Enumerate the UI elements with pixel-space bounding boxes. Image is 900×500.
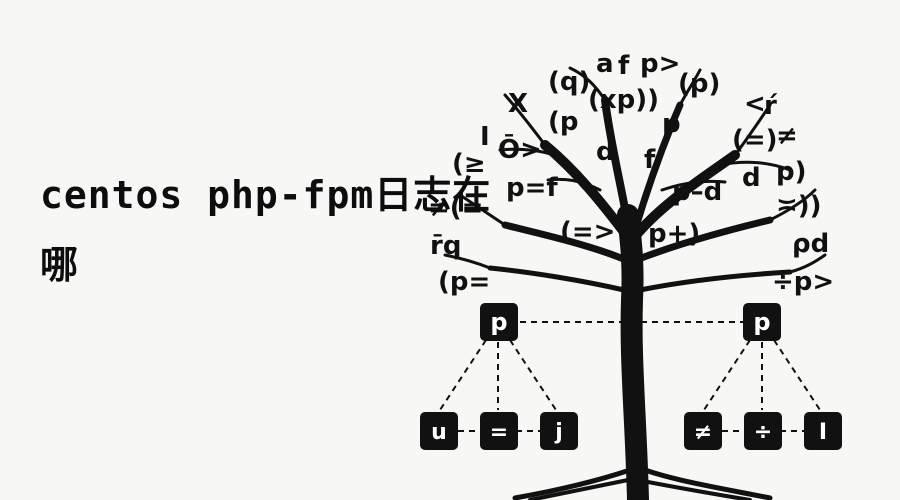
canopy-glyph: < (744, 89, 766, 119)
tree-branch (631, 101, 684, 234)
tree-root (646, 480, 752, 500)
canopy-glyph: ≍)) (776, 191, 822, 221)
tree-branch (501, 221, 630, 264)
left-root-node: p (480, 303, 518, 341)
canopy-glyph: p=f (506, 173, 558, 203)
tree-branch (487, 265, 627, 293)
canopy-glyph: I (480, 122, 490, 152)
tree-branch (637, 269, 793, 293)
node-label: ÷ (754, 420, 772, 445)
left-child-nodes: u = j (420, 412, 578, 450)
canopy-glyph: (q) (548, 67, 590, 97)
canopy-glyph: ≠(= (428, 193, 483, 223)
tree-root (642, 467, 773, 500)
canopy-glyph: Ō> (498, 133, 542, 165)
node-connectors (439, 321, 821, 432)
node-label: = (490, 420, 508, 445)
tree-branch (632, 216, 774, 264)
canopy-glyph: f (644, 145, 656, 175)
page-title: centos php-fpm日志在哪 (40, 173, 492, 287)
canopy-glyph: (≥ (452, 149, 486, 179)
tree-twig (498, 147, 562, 160)
canopy-glyph: p> (640, 49, 680, 79)
canopy-glyph: (p) (678, 69, 720, 99)
tree-twig (443, 253, 492, 270)
right-root-node: p (743, 303, 781, 341)
tree-twig (678, 68, 702, 107)
tree-twig (718, 160, 792, 172)
connector-right (703, 339, 751, 411)
tree-twig (568, 66, 607, 102)
canopy-glyph: p (662, 109, 681, 139)
tree-twig (660, 179, 727, 192)
canopy-glyph: ŕ (764, 91, 778, 121)
canopy-glyph: p+) (648, 219, 700, 249)
node-label: p (753, 308, 770, 336)
tree-twig (503, 93, 547, 147)
right-child-nodes: ≠ ÷ I (684, 412, 842, 450)
tree-root (512, 467, 633, 500)
node-label: I (819, 420, 827, 445)
connector-left (509, 339, 557, 411)
tree-twig (768, 188, 817, 222)
connector-right (773, 339, 821, 411)
canopy-glyph: (p= (438, 267, 490, 297)
tree-twig (733, 103, 772, 157)
node-label: p (490, 308, 507, 336)
canopy-glyph: (=) (732, 125, 778, 155)
canopy-glyph: (=> (560, 217, 615, 247)
tree-branch (601, 96, 632, 229)
tree-root (528, 478, 630, 500)
node-label: j (554, 420, 563, 445)
canopy-glyph: (xp)) (588, 85, 659, 115)
canopy-glyph: d (742, 163, 761, 193)
canopy-glyph: ≠ (776, 121, 798, 151)
canopy-glyph: (p (548, 107, 579, 137)
node-label: u (431, 420, 447, 445)
canopy-glyph: a (596, 49, 614, 79)
canopy-glyph: r̄q (430, 231, 461, 261)
connector-left (439, 339, 487, 411)
canopy-glyph: d (596, 137, 615, 167)
canopy-glyph: ρd (792, 229, 829, 259)
node-label: ≠ (694, 420, 712, 445)
tree-twig (788, 253, 827, 274)
tree-twig (458, 193, 507, 227)
tree-twig (546, 177, 602, 192)
tree (443, 66, 827, 500)
canopy-glyph: X (508, 89, 528, 119)
canopy-glyph: p) (776, 157, 807, 187)
canopy-glyph: f (618, 51, 630, 81)
tree-branch (540, 140, 635, 245)
canopy-glyphs: (q) a f p> X (xp)) (p) (p < ŕ I Ō> p (=)… (428, 49, 834, 297)
canopy-glyph: ÷p> (772, 267, 834, 297)
canopy-glyph: p–d (672, 177, 722, 207)
